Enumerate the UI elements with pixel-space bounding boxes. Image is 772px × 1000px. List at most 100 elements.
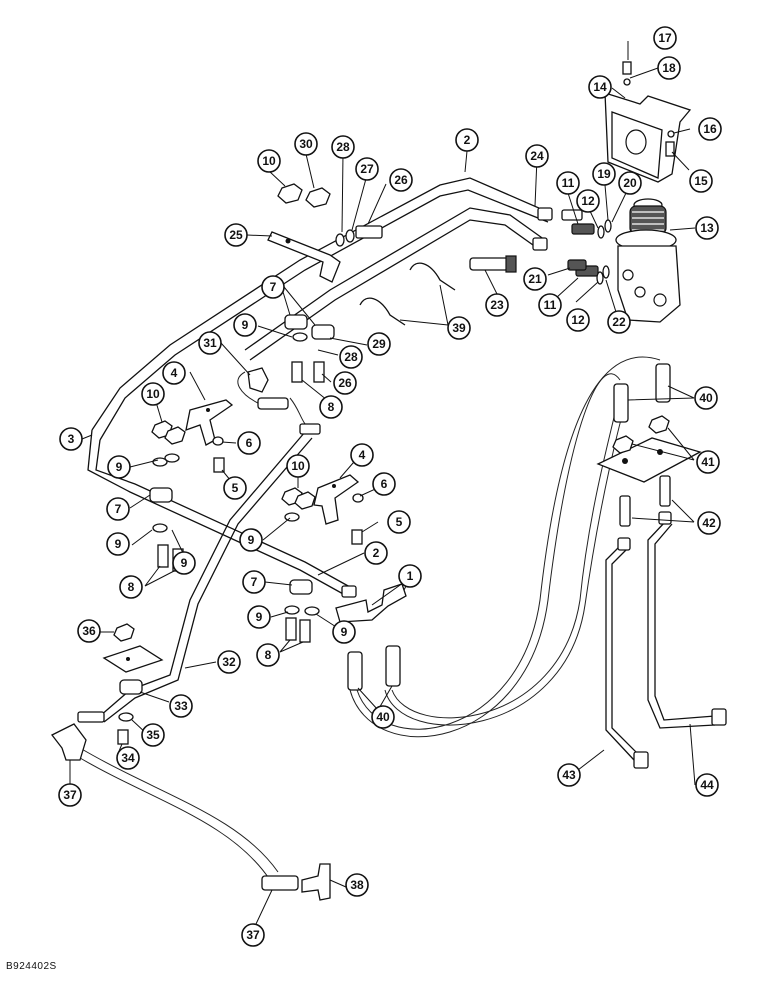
callout-2-lower: 2 (364, 541, 388, 565)
callout-9-right-b-label: 9 (256, 610, 263, 624)
callout-44: 44 (695, 773, 719, 797)
callout-3-label: 3 (68, 432, 75, 446)
callout-15-label: 15 (694, 174, 708, 188)
hose-40-a2 (349, 373, 621, 738)
washer-9-c (164, 453, 180, 463)
callout-39: 39 (447, 316, 471, 340)
oring-12-upper (597, 225, 605, 239)
tube-32 (99, 431, 306, 717)
clamp-7-a (284, 314, 308, 330)
callout-9-right-b: 9 (247, 605, 271, 629)
washer-27 (345, 229, 355, 243)
fitting-left-hose-end (257, 397, 289, 410)
callout-37-bottom-label: 37 (246, 928, 260, 942)
tube-nut-24 (532, 237, 548, 251)
callout-10-left-label: 10 (146, 387, 160, 401)
valve-13-port-c (634, 286, 646, 298)
callout-6-left: 6 (237, 431, 261, 455)
callout-9-left-c: 9 (172, 551, 196, 575)
fitting-40-lower-b (385, 645, 401, 687)
tube-44-end-nut (711, 708, 727, 726)
callout-7-left-label: 7 (115, 502, 122, 516)
callout-19: 19 (592, 162, 616, 186)
callout-5-right-label: 5 (396, 515, 403, 529)
callout-40-lower-label: 40 (376, 710, 390, 724)
plate-41 (596, 437, 702, 483)
callout-5-left-label: 5 (232, 481, 239, 495)
bracket-25 (267, 231, 341, 283)
washer-18 (623, 78, 631, 86)
nut-36 (113, 623, 135, 642)
tube-43-b (611, 545, 641, 757)
callout-19-label: 19 (597, 167, 611, 181)
nut-10-left-b (164, 426, 186, 445)
callout-7-left: 7 (106, 497, 130, 521)
callout-9-right-a: 9 (239, 528, 263, 552)
callout-27: 27 (355, 157, 379, 181)
callout-2-lower-label: 2 (373, 546, 380, 560)
bracket-4-right-hole (332, 484, 336, 488)
bolt-5-right (351, 529, 363, 545)
callout-11-top: 11 (556, 171, 580, 195)
callout-1: 1 (398, 564, 422, 588)
callout-28-mid: 28 (339, 345, 363, 369)
callout-28-mid-label: 28 (344, 350, 358, 364)
callout-36: 36 (77, 619, 101, 643)
callout-26-mid-label: 26 (338, 376, 352, 390)
hose-group (74, 356, 661, 881)
callout-33: 33 (169, 694, 193, 718)
fitting-44-top (658, 511, 672, 525)
valve-13 (615, 198, 681, 323)
callout-9-right-c-label: 9 (341, 625, 348, 639)
bolt-26-top (355, 225, 383, 239)
callout-5-right: 5 (387, 510, 411, 534)
callout-24: 24 (525, 144, 549, 168)
callout-6-right-label: 6 (381, 477, 388, 491)
valve-13-port-a (622, 269, 634, 281)
nut-41-a (612, 435, 634, 454)
washer-6-left (212, 436, 224, 446)
fitting-tube-32-top (299, 423, 321, 435)
oring-22 (602, 265, 610, 279)
washer-9-d (152, 523, 168, 533)
callout-26-mid: 26 (333, 371, 357, 395)
callout-17-label: 17 (658, 31, 672, 45)
callout-6-left-label: 6 (246, 436, 253, 450)
tube-group (87, 177, 716, 763)
callout-7-right-label: 7 (251, 575, 258, 589)
hose-40-b2 (384, 394, 629, 726)
callout-28-top-label: 28 (336, 140, 350, 154)
brackets (102, 92, 702, 673)
bolt-8-c (285, 617, 297, 641)
callout-9-left-a-label: 9 (116, 460, 123, 474)
tube-24 (244, 207, 546, 351)
callout-34-label: 34 (121, 751, 135, 765)
callout-43: 43 (557, 763, 581, 787)
nut-30 (305, 187, 331, 208)
valve-13-port-b (653, 293, 667, 307)
callout-7-right: 7 (242, 570, 266, 594)
clip-39-a (409, 262, 456, 291)
callout-10-right: 10 (286, 454, 310, 478)
bolt-34 (117, 729, 129, 745)
callout-33-label: 33 (174, 699, 188, 713)
callout-14-label: 14 (593, 80, 607, 94)
washer-35 (118, 712, 134, 722)
callout-9-left-c-label: 9 (181, 556, 188, 570)
callout-31-label: 31 (203, 336, 217, 350)
callout-16-label: 16 (703, 122, 717, 136)
callout-7-top-label: 7 (270, 280, 277, 294)
fitting-40-upper-a (613, 383, 629, 423)
clamp-33 (119, 679, 143, 695)
bracket-4-right (313, 474, 360, 525)
bracket-14-hole (625, 129, 647, 155)
callout-23-label: 23 (490, 298, 504, 312)
callout-18: 18 (657, 56, 681, 80)
callout-8-top: 8 (319, 395, 343, 419)
callout-1-label: 1 (407, 569, 414, 583)
washer-9-g (304, 606, 320, 616)
tube-2-upper (91, 177, 549, 431)
figure-reference-code: B924402S (6, 961, 57, 972)
callout-37-bottom: 37 (241, 923, 265, 947)
callout-40-upper-label: 40 (699, 391, 713, 405)
